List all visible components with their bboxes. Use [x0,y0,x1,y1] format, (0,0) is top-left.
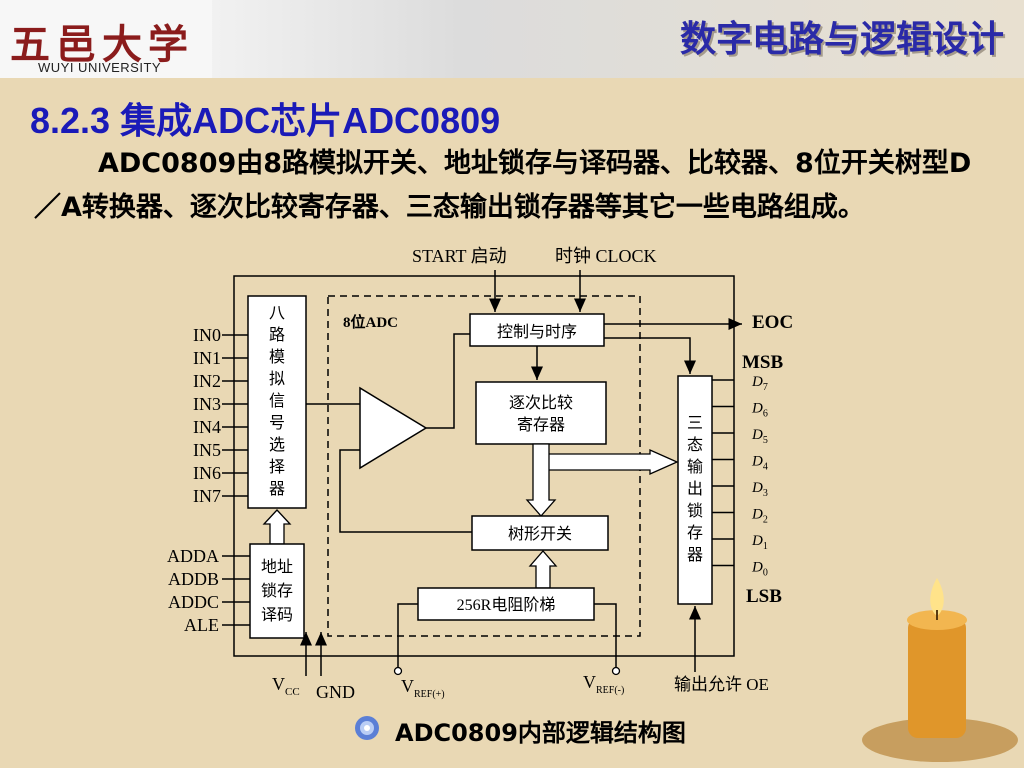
address-inputs: ADDA ADDB ADDC ALE [167,546,250,635]
mux-char: 信 [269,392,285,410]
output-latch-block [677,375,713,605]
msb-label: MSB [742,352,784,373]
latch-char: 出 [687,480,703,498]
start-label: START 启动 [412,246,507,266]
latch-char: 器 [687,546,703,564]
vref-pos-terminal [393,666,403,676]
mux-char: 选 [269,436,285,454]
oe-label: 输出允许 OE [674,675,769,694]
address-input-label: ADDA [167,546,219,566]
university-logo: 五邑大学 WUYI UNIVERSITY [0,0,212,78]
latch-char: 态 [687,436,703,454]
vref-pos-label: VREF(+) [401,676,445,700]
vcc-label: VCC [272,674,300,698]
logo-english-text: WUYI UNIVERSITY [38,60,162,75]
vref-neg-terminal [611,666,621,676]
lsb-label: LSB [746,586,782,607]
mux-char: 八 [269,305,285,322]
tree-switch-label: 树形开关 [508,525,572,543]
gnd-label: GND [316,682,355,702]
candle-decoration-icon [862,578,1018,762]
address-latch-block [249,543,305,639]
latch-char: 锁 [687,502,703,520]
adc-region-label: 8位ADC [343,313,398,331]
mux-char: 器 [269,480,285,498]
output-label: D1 [751,533,768,552]
input-label: IN5 [193,440,221,460]
latch-char: 输 [687,458,703,476]
mux-char: 模 [269,348,285,366]
address-input-label: ADDC [168,592,219,612]
resistor-ladder-block [417,587,595,621]
vref-pos-line [397,603,418,668]
input-label: IN2 [193,371,221,391]
sar-block [475,381,607,445]
output-label: D7 [751,374,768,393]
clock-label: 时钟 CLOCK [555,246,657,266]
output-label: D3 [751,480,768,499]
sar-text-line: 逐次比较 [509,394,573,412]
feedback-line [339,449,472,533]
output-label: D4 [751,454,768,473]
input-label: IN3 [193,394,221,414]
sar-to-tree-arrow [525,443,557,517]
mux-block [247,295,307,509]
address-latch-line: 地址 [261,558,293,576]
output-label: D0 [751,560,768,579]
address-input-label: ADDB [168,569,219,589]
sar-label: 逐次比较寄存器 [509,394,573,434]
course-title: 数字电路与逻辑设计 [679,19,1004,60]
diagram-caption: ADC0809内部逻辑结构图 [395,719,686,747]
input-label: IN6 [193,463,221,483]
input-label: IN4 [193,417,221,437]
address-latch-line: 锁存 [261,582,293,600]
output-label: D6 [751,401,768,420]
tree-switch-block [471,515,609,551]
vref-neg-line [594,603,617,668]
comparator-output-line [426,333,470,429]
section-title: 8.2.3 集成ADC芯片ADC0809 [30,100,501,141]
input-label: IN7 [193,486,221,506]
flower-icon [355,716,379,740]
sar-to-latch-arrow [545,448,679,476]
output-label: D5 [751,427,768,446]
mux-char: 号 [269,414,285,432]
logo-chinese-text: 五邑大学 [10,21,194,68]
ladder-to-tree-arrow [528,550,558,589]
latch-char: 三 [687,415,703,432]
mux-char: 择 [269,458,285,476]
control-timing-label: 控制与时序 [497,323,577,341]
sar-text-line: 寄存器 [517,416,565,434]
eoc-label: EOC [752,312,793,333]
input-label: IN0 [193,325,221,345]
output-label: D2 [751,507,768,526]
address-latch-line: 译码 [261,606,293,624]
chip-outline [233,275,735,657]
mux-char: 拟 [269,370,285,388]
vref-neg-label: VREF(-) [583,672,624,696]
addr-to-mux-arrow [262,509,292,545]
input-label: IN1 [193,348,221,368]
mux-char: 路 [269,326,285,344]
comparator [359,386,428,470]
control-to-latch-arrow [604,337,696,374]
address-input-label: ALE [184,615,219,635]
output-latch-label: 三态输出锁存器 [687,415,703,564]
resistor-ladder-label: 256R电阻阶梯 [457,596,556,614]
description-paragraph: ADC0809由8路模拟开关、地址锁存与译码器、比较器、8位开关树型D／A转换器… [34,148,972,223]
latch-char: 存 [687,524,703,542]
